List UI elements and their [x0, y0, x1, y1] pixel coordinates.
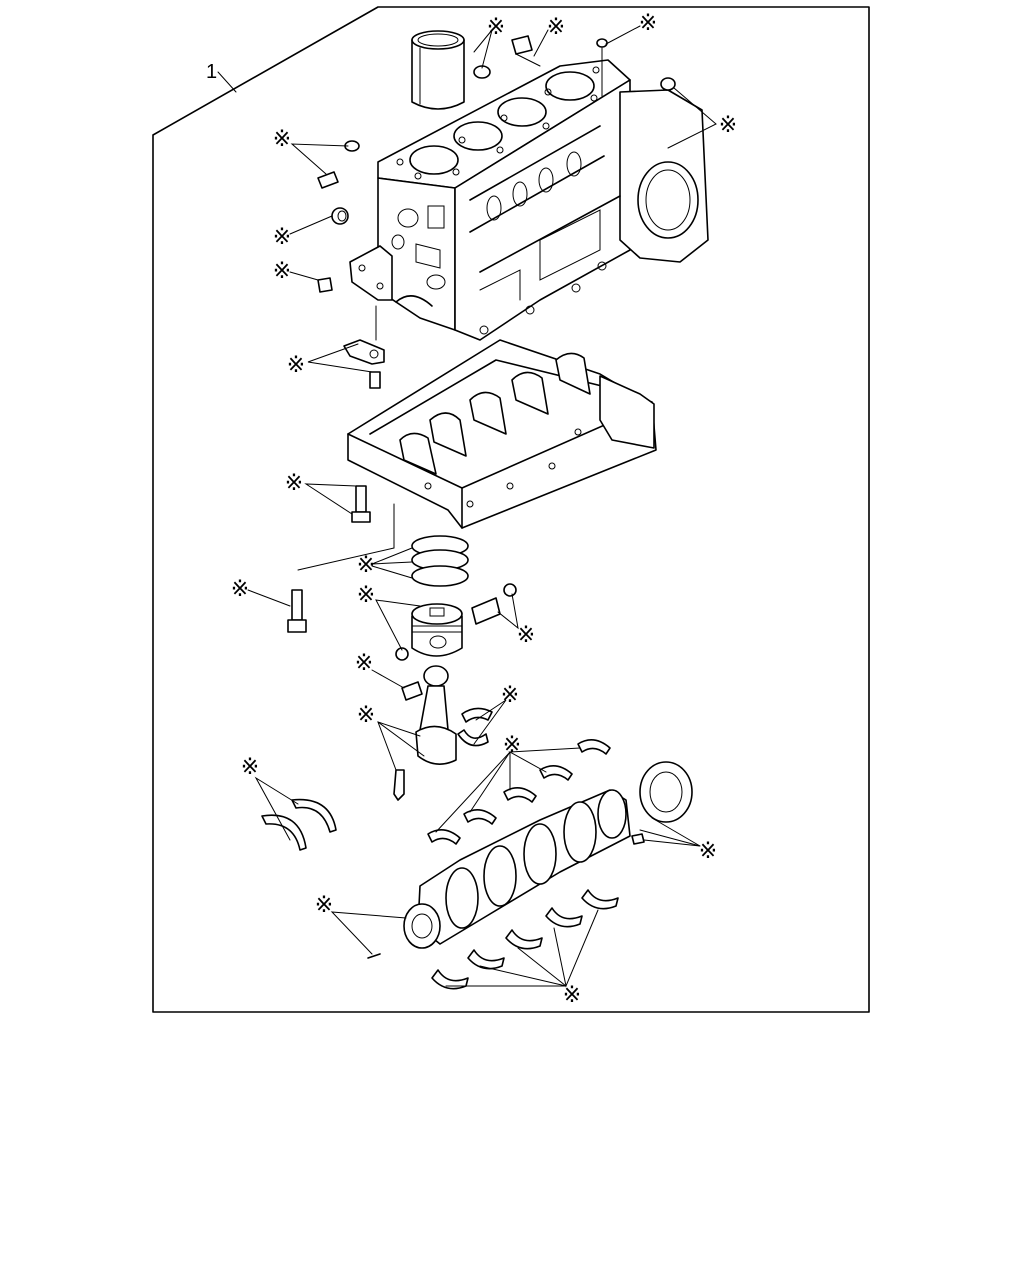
assembly-callout-label: 1 — [206, 61, 217, 83]
crank-gear-key — [631, 833, 645, 845]
plug-lower — [317, 277, 333, 293]
part-marker-crank-dowel: ※ — [315, 893, 333, 918]
upper-main-bearings — [427, 739, 611, 845]
assembly-callout-leader — [217, 71, 237, 93]
part-marker-plug-lower: ※ — [273, 259, 291, 284]
bedplate — [297, 339, 657, 571]
part-marker-upper-main-bearings: ※ — [503, 733, 521, 758]
part-marker-rod-bearing: ※ — [501, 683, 519, 708]
leader-lines — [247, 25, 717, 988]
part-marker-long-bolt: ※ — [231, 577, 249, 602]
bedplate-bolt — [351, 485, 371, 523]
assembly-frame — [152, 6, 870, 1013]
piston — [411, 603, 463, 657]
part-marker-rod-bolt: ※ — [357, 703, 375, 728]
part-marker-rear-plug: ※ — [719, 113, 737, 138]
crank-dowel-pin — [367, 953, 381, 959]
part-marker-thrust-washers: ※ — [241, 755, 259, 780]
long-main-bolt — [287, 589, 307, 633]
part-marker-liner-seal: ※ — [487, 15, 505, 40]
part-marker-dowel-upper: ※ — [273, 127, 291, 152]
connecting-rod — [415, 665, 457, 765]
rod-bearing-shells — [457, 707, 493, 747]
thrust-washers — [261, 798, 337, 851]
piston-pin — [471, 583, 517, 625]
crankshaft-gear — [639, 761, 693, 823]
oil-gallery-plug — [511, 35, 541, 67]
piston-cooling-oil-jet — [343, 305, 385, 389]
cylinder-block — [349, 59, 709, 341]
lower-main-bearings — [431, 889, 619, 990]
crankshaft — [403, 789, 631, 949]
rear-plug — [660, 77, 676, 91]
part-marker-oil-plug: ※ — [547, 15, 565, 40]
liner-seal-ring — [473, 65, 491, 79]
piston-snap-ring — [395, 647, 409, 661]
part-marker-oil-jet: ※ — [287, 353, 305, 378]
part-marker-cup-plug: ※ — [273, 225, 291, 250]
part-marker-piston-pin: ※ — [517, 623, 535, 648]
rod-bolt — [393, 769, 405, 801]
part-marker-piston-rings: ※ — [357, 553, 375, 578]
dowel-pins-upper — [317, 140, 360, 189]
part-marker-bedplate-bolt: ※ — [285, 471, 303, 496]
part-marker-small-end-bush: ※ — [355, 651, 373, 676]
part-marker-lower-main-bearings: ※ — [563, 983, 581, 1008]
part-markers: ※ ※ ※ ※ ※ ※ ※ ※ ※ ※ ※ ※ ※ ※ ※ ※ ※ ※ ※ ※ … — [231, 11, 737, 1008]
piston-rings — [411, 535, 469, 587]
part-marker-crank-gear-key: ※ — [699, 839, 717, 864]
part-marker-pin-top: ※ — [639, 11, 657, 36]
part-marker-piston-snap-ring: ※ — [357, 583, 375, 608]
cup-plug — [331, 207, 349, 225]
cylinder-liner — [411, 30, 465, 110]
small-end-bush — [401, 681, 423, 701]
